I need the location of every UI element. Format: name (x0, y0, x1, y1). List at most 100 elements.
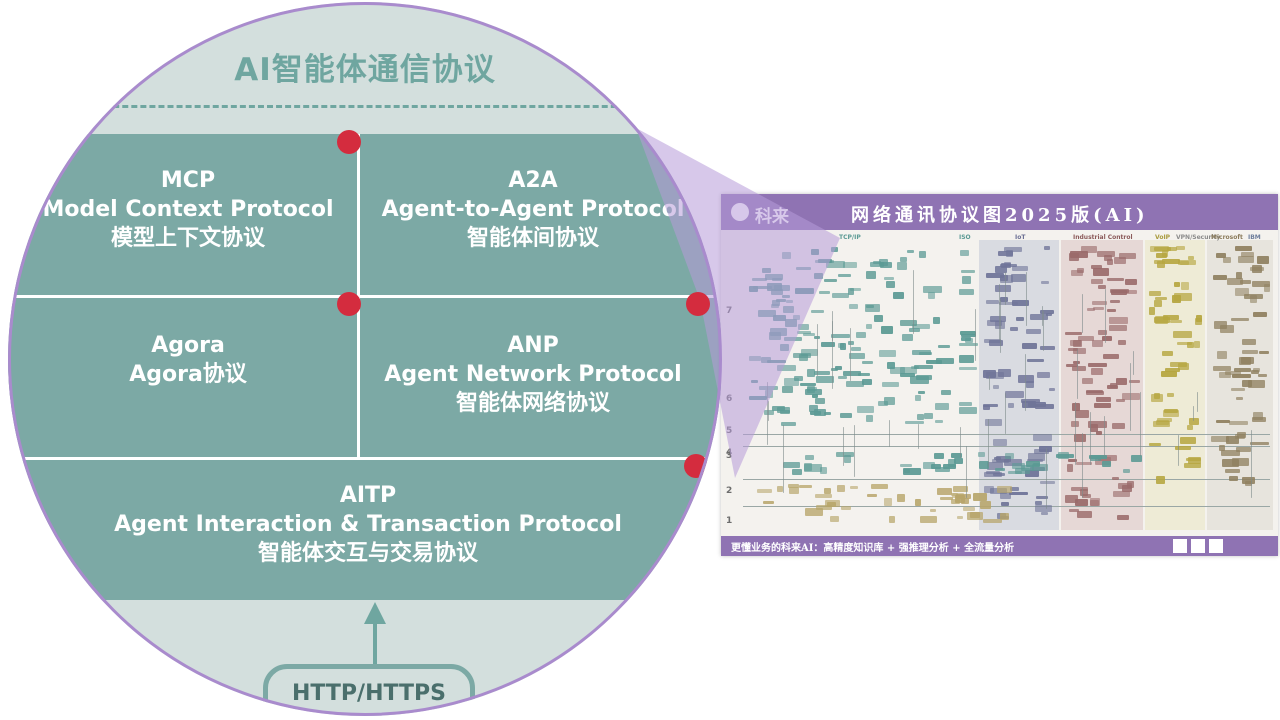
protocol-block (1037, 372, 1050, 378)
protocol-poster-thumbnail[interactable]: 科来 网络通讯协议图2025版(AI) TCP/IP ISO IoT Indus… (721, 194, 1278, 556)
poster-layer-divider (743, 446, 1270, 447)
protocol-block (1110, 300, 1120, 303)
protocol-block (1114, 257, 1126, 264)
protocol-block (973, 493, 987, 501)
protocol-block (1225, 371, 1241, 375)
protocol-block (909, 328, 920, 332)
protocol-block (792, 469, 802, 475)
transport-box[interactable]: HTTP/HTTPS (263, 664, 475, 716)
protocol-block (943, 464, 956, 469)
protocol-block (951, 453, 962, 458)
protocol-block (880, 262, 892, 268)
protocol-link-line (1130, 363, 1131, 431)
protocol-block (951, 499, 960, 504)
protocol-block (940, 497, 953, 500)
protocol-abbr: AITP (339, 483, 397, 508)
protocol-link-line (843, 427, 844, 466)
protocol-block (1156, 476, 1165, 484)
protocol-block (1104, 255, 1112, 261)
protocol-block (1080, 489, 1088, 496)
protocol-block (993, 439, 1007, 446)
protocol-block (1010, 487, 1019, 491)
protocol-block (1026, 329, 1041, 334)
protocol-block (1229, 476, 1238, 481)
protocol-block (1015, 468, 1030, 474)
protocol-block (955, 495, 965, 503)
poster-footer-text: 更懂业务的科来AI：高精度知识库 + 强推理分析 + 全流量分析 (731, 543, 1015, 554)
protocol-block (1086, 391, 1104, 395)
protocol-block (767, 283, 782, 291)
protocol-block (1090, 500, 1099, 506)
protocol-block (900, 373, 915, 377)
protocol-block (1216, 253, 1226, 258)
protocol-block (1103, 354, 1119, 359)
protocol-block (961, 334, 976, 337)
protocol-block (954, 458, 963, 464)
protocol-cell-mcp[interactable]: MCP Model Context Protocol 模型上下文协议 (38, 166, 338, 253)
protocol-block (1004, 247, 1022, 252)
protocol-block (805, 508, 823, 516)
poster-header: 科来 网络通讯协议图2025版(AI) (721, 194, 1278, 230)
protocol-block (1253, 412, 1263, 420)
protocol-block (1091, 368, 1103, 375)
protocol-link-line (960, 427, 961, 458)
protocol-block (815, 260, 834, 263)
protocol-block (1127, 481, 1134, 488)
protocol-block (837, 485, 845, 492)
protocol-block (871, 484, 888, 489)
protocol-block (1077, 511, 1092, 518)
connection-dot (684, 454, 708, 478)
protocol-block (897, 262, 907, 270)
protocol-block (1259, 351, 1269, 354)
protocol-block (799, 485, 812, 488)
protocol-block (1196, 315, 1202, 322)
protocol-cell-a2a[interactable]: A2A Agent-to-Agent Protocol 智能体间协议 (378, 166, 688, 253)
protocol-link-line (1090, 412, 1091, 465)
protocol-block (978, 452, 985, 457)
protocol-block (1241, 252, 1254, 257)
protocol-cell-agora[interactable]: Agora Agora协议 (38, 331, 338, 389)
poster-layer-3: 3 (726, 451, 733, 461)
protocol-block (900, 464, 912, 467)
protocol-block (1125, 279, 1137, 285)
protocol-block (1000, 275, 1008, 281)
protocol-block (782, 252, 791, 259)
protocol-block (1257, 256, 1269, 264)
poster-layer-2: 2 (726, 486, 733, 496)
protocol-block (1089, 455, 1107, 459)
protocol-block (1041, 281, 1049, 284)
protocol-block (1214, 321, 1227, 329)
protocol-block (814, 273, 823, 279)
protocol-link-line (1025, 354, 1026, 411)
protocol-block (1216, 420, 1230, 423)
protocol-block (846, 381, 864, 387)
protocol-block (1154, 393, 1160, 399)
protocol-block (770, 328, 787, 336)
protocol-block (815, 494, 832, 498)
protocol-block (900, 320, 917, 326)
protocol-block (1091, 279, 1103, 284)
protocol-block (1022, 343, 1037, 349)
protocol-block (970, 512, 980, 518)
protocol-block (1073, 348, 1086, 354)
protocol-block (983, 404, 998, 407)
protocol-block (1070, 251, 1088, 258)
protocol-block (819, 291, 830, 294)
protocol-block (1178, 260, 1196, 265)
protocol-name-zh: 智能体网络协议 (455, 391, 610, 416)
protocol-block (959, 289, 974, 295)
protocol-block (848, 341, 854, 345)
protocol-block (900, 257, 907, 262)
protocol-block (952, 493, 964, 498)
protocol-cell-anp[interactable]: ANP Agent Network Protocol 智能体网络协议 (378, 331, 688, 418)
protocol-block (1189, 418, 1199, 425)
protocol-block (959, 407, 977, 414)
protocol-block (1175, 446, 1191, 450)
protocol-block (874, 315, 883, 322)
protocol-block (832, 293, 849, 298)
protocol-block (773, 315, 786, 321)
protocol-block (777, 407, 790, 413)
protocol-cell-aitp[interactable]: AITP Agent Interaction & Transaction Pro… (68, 481, 668, 568)
protocol-link-line (1251, 430, 1252, 498)
protocol-abbr: Agora (151, 333, 225, 358)
